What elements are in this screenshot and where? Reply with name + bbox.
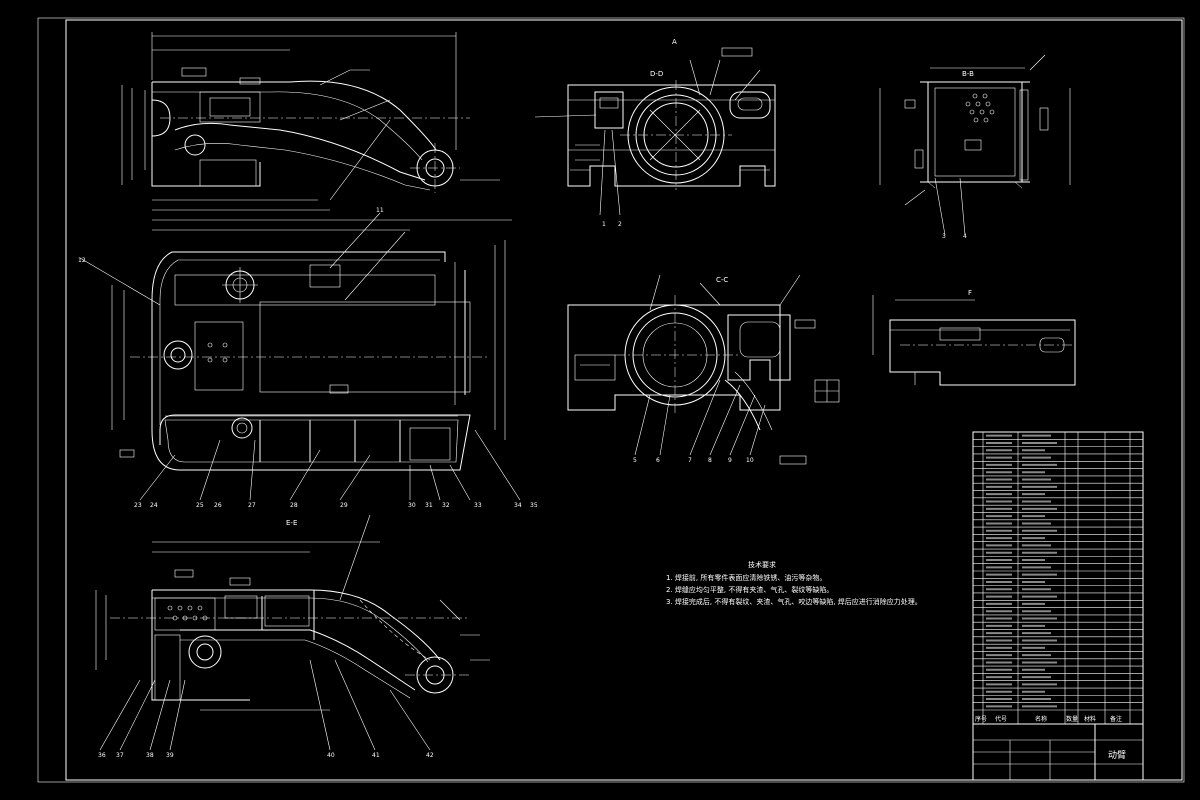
- notes-title: 技术要求: [748, 560, 776, 569]
- view-section-b: [879, 54, 1071, 236]
- balloon: 25: [196, 502, 204, 509]
- part-number: 4: [963, 233, 967, 240]
- part-number: 8: [708, 457, 712, 464]
- balloon: 31: [425, 502, 433, 509]
- part-number: 1: [602, 221, 606, 228]
- view-section-c: [567, 274, 840, 465]
- balloon: 40: [327, 752, 335, 759]
- bom-table: 序号代号 名称 数量材料 备注: [972, 431, 1144, 725]
- balloon: 28: [290, 502, 298, 509]
- part-number: 2: [618, 221, 622, 228]
- note-line-1: 1. 焊接前, 所有零件表面应清除铁锈、油污等杂物。: [666, 573, 826, 582]
- view-side-top: [121, 32, 500, 211]
- view-section-a: [534, 47, 776, 216]
- part-number: 9: [728, 457, 732, 464]
- part-number: 11: [376, 207, 384, 214]
- balloon: 39: [166, 752, 174, 759]
- balloon: 29: [340, 502, 348, 509]
- section-label-c: C-C: [716, 276, 728, 284]
- section-label-f: F: [968, 289, 972, 297]
- part-number: 3: [942, 233, 946, 240]
- section-label-a: A: [672, 38, 677, 46]
- balloon: 41: [372, 752, 380, 759]
- part-number: 5: [633, 457, 637, 464]
- view-side-bottom: [95, 514, 490, 751]
- part-number: 6: [656, 457, 660, 464]
- balloon: 36: [98, 752, 106, 759]
- section-label-b: B-B: [962, 70, 974, 78]
- bom-header-cell: 名称: [1035, 715, 1047, 723]
- view-section-f: [872, 295, 1076, 386]
- balloon: 34: [514, 502, 522, 509]
- bom-header-cell: 序号: [975, 715, 987, 723]
- technical-notes: 技术要求 1. 焊接前, 所有零件表面应清除铁锈、油污等杂物。 2. 焊缝应均匀…: [666, 560, 922, 606]
- balloon: 42: [426, 752, 434, 759]
- balloon-numbers: 23 24 25 26 27 28 29 30 31 32 33 34 35 3…: [98, 502, 538, 759]
- bom-header-cell: 备注: [1110, 715, 1122, 723]
- balloon: 32: [442, 502, 450, 509]
- balloon: 24: [150, 502, 158, 509]
- title-part-name: 动臂: [1108, 749, 1126, 761]
- section-label-e: E-E: [286, 519, 297, 527]
- section-label-d: D-D: [650, 70, 663, 78]
- balloon: 30: [408, 502, 416, 509]
- outer-border: [37, 17, 1185, 783]
- part-numbers: 1 2 3 4 5 6 7 8 9 10 11 12: [78, 207, 967, 464]
- view-plan-main: [79, 212, 521, 501]
- balloon: 26: [214, 502, 222, 509]
- title-block: 动臂: [972, 723, 1144, 781]
- balloon: 27: [248, 502, 256, 509]
- bom-header-cell: 代号: [995, 715, 1007, 723]
- part-number: 7: [688, 457, 692, 464]
- balloon: 33: [474, 502, 482, 509]
- inner-border: [65, 19, 1183, 781]
- balloon: 38: [146, 752, 154, 759]
- part-number: 10: [746, 457, 754, 464]
- balloon: 37: [116, 752, 124, 759]
- part-number: 12: [78, 257, 86, 264]
- bom-header-cell: 材料: [1084, 715, 1096, 723]
- note-line-3: 3. 焊接完成后, 不得有裂纹、夹渣、气孔、咬边等缺陷, 焊后应进行消除应力处理…: [666, 597, 922, 606]
- balloon: 23: [134, 502, 142, 509]
- balloon: 35: [530, 502, 538, 509]
- bom-header-cell: 数量: [1066, 715, 1078, 723]
- note-line-2: 2. 焊缝应均匀平整, 不得有夹渣、气孔、裂纹等缺陷。: [666, 585, 833, 594]
